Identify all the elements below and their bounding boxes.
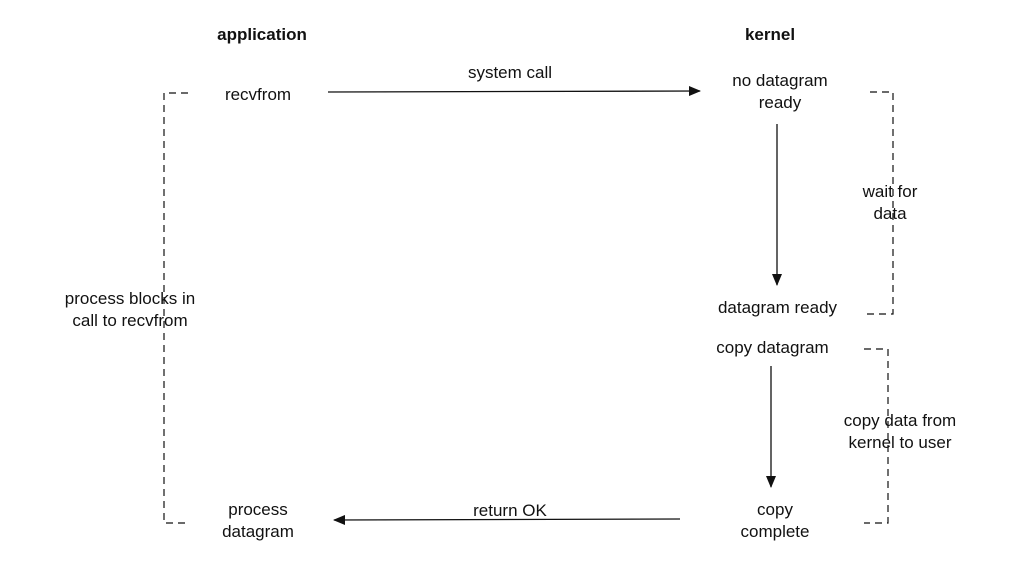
copy-complete-label: copy complete: [710, 499, 840, 543]
system-call-label: system call: [467, 63, 553, 82]
copy-data-line2: kernel to user: [848, 433, 952, 452]
process-blocks-label: process blocks in call to recvfrom: [20, 288, 240, 332]
application-header: application: [217, 25, 307, 44]
blocks-bracket: [163, 92, 188, 524]
kernel-header: kernel: [744, 25, 796, 44]
wait-for-data-line1: wait for: [862, 182, 918, 201]
process-datagram-line2: datagram: [222, 522, 294, 541]
copy-data-label: copy data from kernel to user: [820, 410, 980, 454]
copy-bracket: [864, 348, 889, 524]
copy-complete-line1: copy: [757, 500, 793, 519]
wait-for-data-line2: data: [873, 204, 907, 223]
copy-datagram-label: copy datagram: [716, 338, 829, 357]
recvfrom-label: recvfrom: [224, 85, 292, 104]
return-ok-arrow: [333, 514, 681, 525]
no-datagram-line2: ready: [758, 93, 802, 112]
process-datagram-label: process datagram: [196, 499, 320, 543]
copy-data-line1: copy data from: [843, 411, 957, 430]
copy-complete-line2: complete: [740, 522, 810, 541]
no-datagram-line1: no datagram: [732, 71, 828, 90]
no-datagram-ready-label: no datagram ready: [700, 70, 860, 114]
system-call-arrow: [327, 86, 701, 97]
wait-for-data-label: wait for data: [830, 181, 950, 225]
wait-bracket: [864, 91, 894, 315]
process-blocks-line1: process blocks in: [64, 289, 196, 308]
process-datagram-line1: process: [228, 500, 288, 519]
return-ok-label: return OK: [473, 501, 547, 520]
datagram-ready-label: datagram ready: [717, 298, 838, 317]
process-blocks-line2: call to recvfrom: [72, 311, 188, 330]
